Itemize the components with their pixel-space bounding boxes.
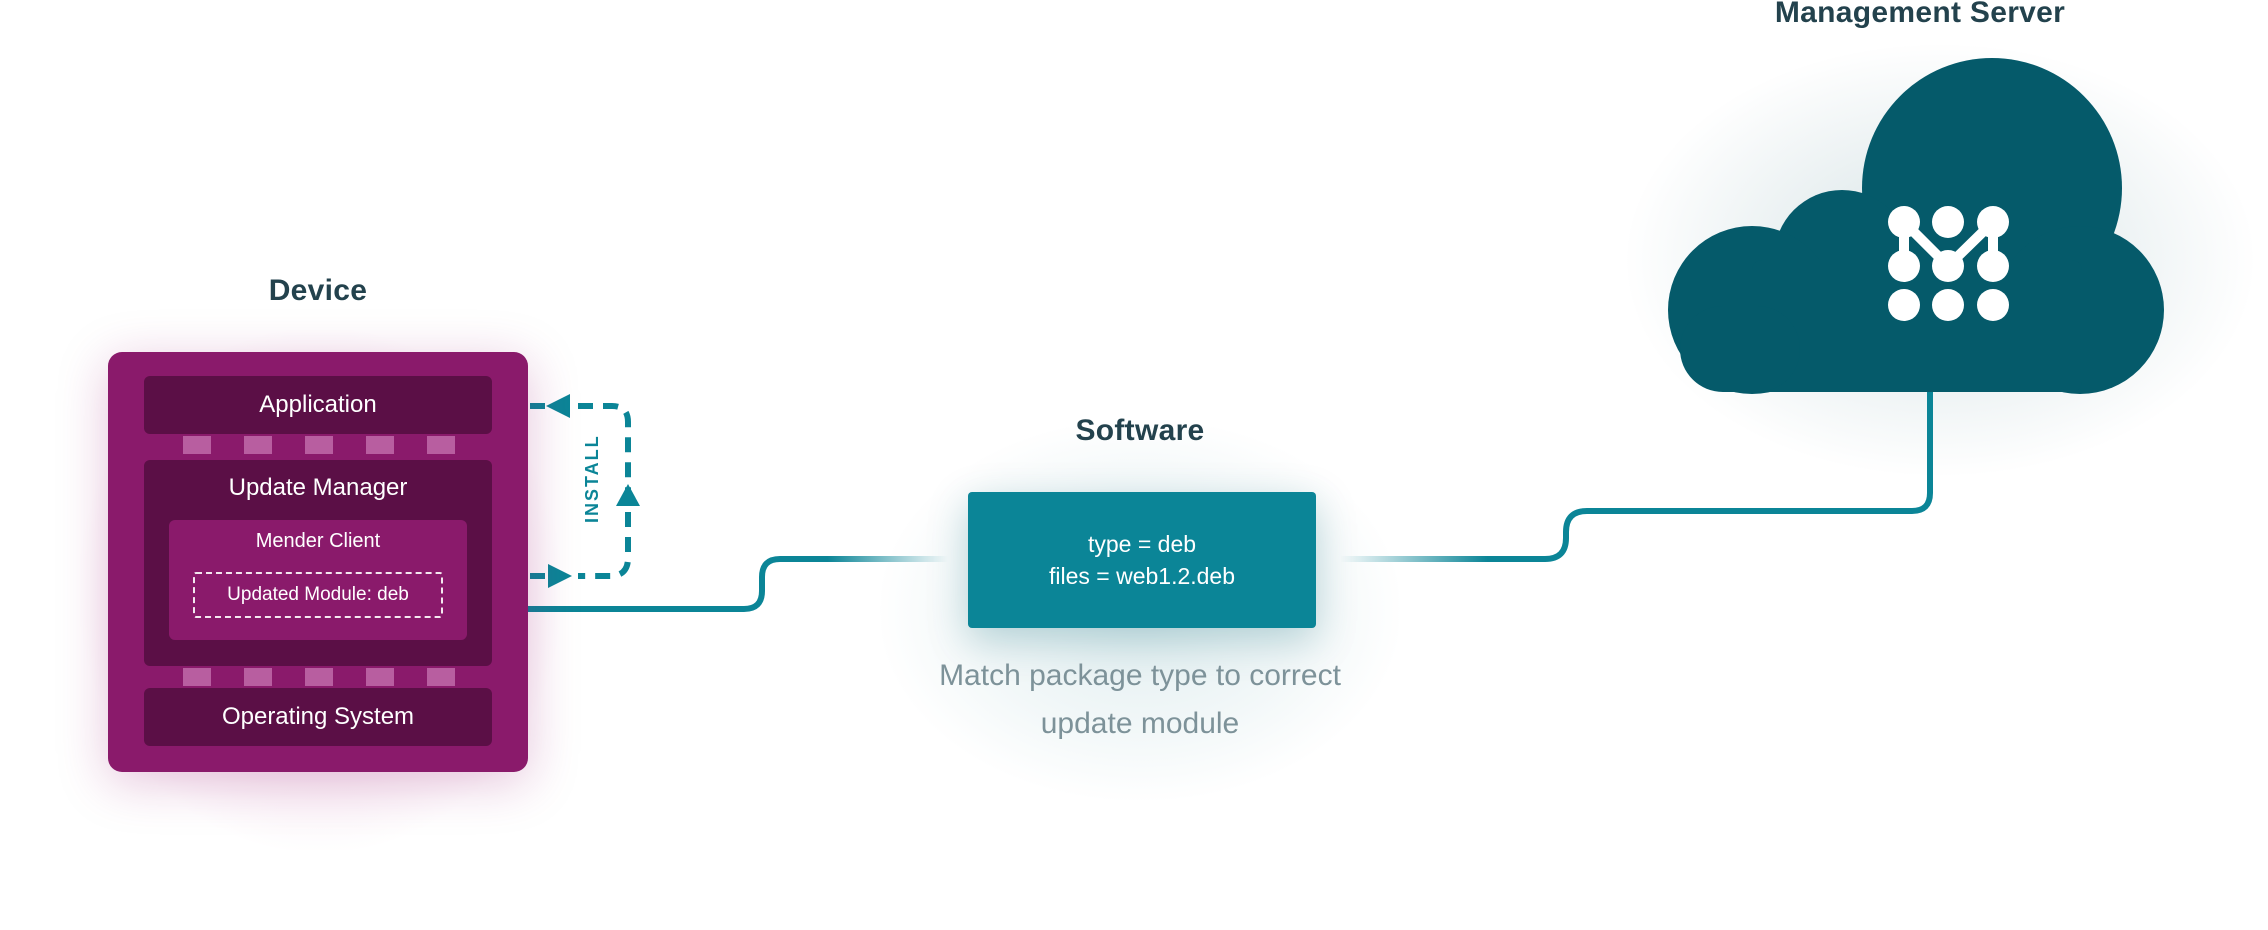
connector-bottom: [366, 668, 394, 686]
connector-top: [183, 436, 211, 454]
install-arrow-up: [616, 484, 640, 506]
mender-client-label: Mender Client: [255, 530, 381, 552]
software-to-device-line: [463, 556, 951, 612]
install-arrow-left: [546, 394, 570, 418]
update-module-label: Updated Module: deb: [227, 584, 409, 605]
device-title: Device: [268, 274, 368, 307]
install-label: INSTALL: [582, 434, 602, 523]
operating-system-label: Operating System: [221, 703, 415, 730]
mender-logo-icon: [1888, 206, 2009, 321]
application-label: Application: [259, 391, 377, 418]
software-caption: Match package type to correct update mod…: [880, 652, 1400, 748]
install-dashed-right: [578, 512, 631, 579]
connector-bottom: [244, 668, 272, 686]
caption-line-2: update module: [1040, 707, 1240, 740]
connector-bottom: [427, 668, 455, 686]
mender-client-box: Mender Client Updated Module: deb: [169, 520, 467, 640]
software-title: Software: [1075, 414, 1205, 447]
update-manager-layer: Update Manager Mender Client Updated Mod…: [144, 460, 492, 666]
connector-top: [244, 436, 272, 454]
software-package-box: type = deb files = web1.2.deb: [968, 492, 1316, 628]
update-manager-label: Update Manager: [228, 474, 408, 501]
connector-bottom: [305, 668, 333, 686]
connector-top: [427, 436, 455, 454]
management-server-title: Management Server: [1774, 0, 2066, 29]
update-module-box: Updated Module: deb: [193, 572, 443, 618]
install-dashed-loop: [578, 403, 631, 520]
connector-top: [305, 436, 333, 454]
software-files-line: files = web1.2.deb: [1048, 563, 1236, 589]
application-layer: Application: [144, 376, 492, 434]
install-arrow-right: [548, 564, 572, 588]
device-block: Application Update Manager Mender Client…: [108, 352, 528, 772]
server-to-software-line: [1337, 385, 1933, 562]
caption-line-1: Match package type to correct: [939, 659, 1341, 692]
connector-bottom: [183, 668, 211, 686]
operating-system-layer: Operating System: [144, 688, 492, 746]
software-type-line: type = deb: [1087, 531, 1197, 557]
connector-top: [366, 436, 394, 454]
